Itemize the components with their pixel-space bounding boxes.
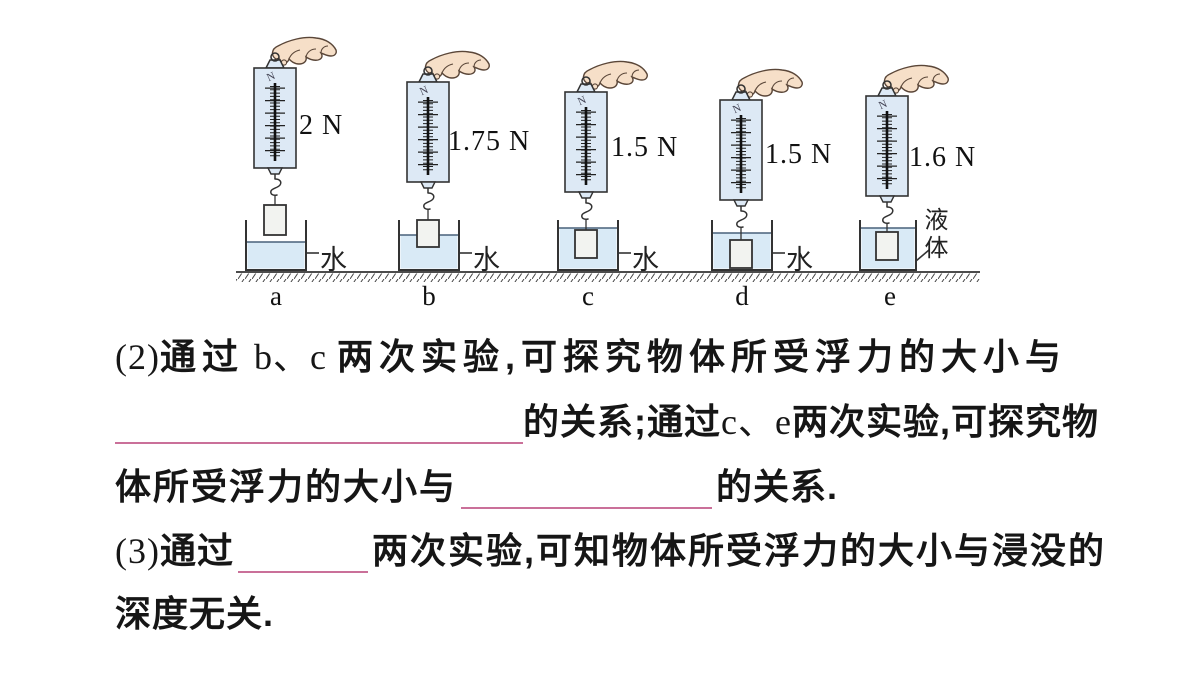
question-2-text: 的关系.: [716, 466, 839, 507]
liquid-label: 水: [473, 245, 500, 275]
pointer-line: [915, 249, 930, 262]
reading-label: 1.5 N: [765, 139, 833, 170]
question-3-number: (3): [115, 531, 160, 571]
reading-label: 1.75 N: [448, 126, 531, 157]
experiment-c: [557, 60, 648, 271]
experiment-figure: N N N N N 2 N 1.75 N 1.5 N 1.5 N 1.6 N 水…: [0, 0, 1200, 322]
answer-blank-3: [238, 541, 368, 573]
spring-scale: [254, 53, 296, 195]
object-block: [416, 219, 440, 248]
question-2-text: 两次实验,可探究物: [791, 401, 1099, 442]
hand-icon: [737, 68, 803, 98]
question-2-line-2: 的关系;通过c、e两次实验,可探究物: [115, 400, 1099, 444]
hand-icon: [424, 50, 490, 80]
question-2-line-3: 体所受浮力的大小与 的关系.: [115, 465, 838, 509]
experiment-e: [859, 64, 949, 271]
answer-blank-1: [115, 412, 523, 444]
experiment-a: [245, 36, 337, 271]
object-block: [574, 229, 598, 259]
liquid-label: 水: [786, 245, 813, 275]
beaker: [711, 220, 773, 271]
reading-label: 2 N: [299, 110, 344, 141]
question-2-text: 两次实验,可探究物体所受浮力的大小与: [337, 336, 1068, 377]
beaker: [557, 220, 619, 271]
object-block: [729, 239, 753, 269]
question-3-text: 两次实验,可知物体所受浮力的大小与浸没的: [372, 530, 1107, 571]
reading-label: 1.6 N: [909, 142, 977, 173]
question-2-line-1: (2)通过 b、c 两次实验,可探究物体所受浮力的大小与: [115, 335, 1067, 379]
experiment-b: [398, 50, 490, 271]
beaker: [398, 220, 460, 271]
question-2-text: 体所受浮力的大小与: [115, 466, 458, 507]
question-2-number: (2): [115, 337, 160, 377]
hand-icon: [271, 36, 337, 66]
hand-icon: [883, 64, 949, 94]
reading-label: 1.5 N: [611, 132, 679, 163]
experiment-letter: c: [582, 281, 594, 311]
question-2-text: 的关系;通过: [523, 401, 721, 442]
liquid-label: 液体: [920, 207, 946, 263]
experiment-pair-ce: c、e: [721, 402, 792, 442]
beaker: [859, 220, 917, 271]
hand-icon: [582, 60, 648, 90]
question-3-text: 通过: [159, 530, 234, 571]
experiment-letter: e: [884, 281, 896, 311]
experiment-pair-bc: b、c: [254, 337, 327, 377]
object-block: [875, 231, 899, 261]
spring-scale: [565, 77, 607, 219]
experiment-letter: d: [735, 281, 749, 311]
liquid-label: 水: [632, 245, 659, 275]
question-3-line-1: (3)通过 两次实验,可知物体所受浮力的大小与浸没的: [115, 529, 1106, 573]
experiment-letter: b: [422, 281, 436, 311]
question-2-text: 通过: [159, 336, 244, 377]
object-block: [263, 204, 287, 236]
spring-scale: [407, 67, 449, 209]
ground-hatch: [236, 273, 980, 282]
beaker: [245, 220, 307, 271]
question-3-text: 深度无关.: [115, 593, 275, 634]
question-3-line-2: 深度无关.: [115, 592, 274, 636]
liquid-label: 水: [320, 245, 347, 275]
answer-blank-2: [461, 477, 713, 509]
experiment-d: [711, 68, 803, 271]
spring-scale: [720, 85, 762, 227]
spring-scale: [866, 81, 908, 223]
experiment-letter: a: [270, 281, 282, 311]
apparatus-drawing: [236, 36, 980, 282]
water: [247, 242, 305, 269]
